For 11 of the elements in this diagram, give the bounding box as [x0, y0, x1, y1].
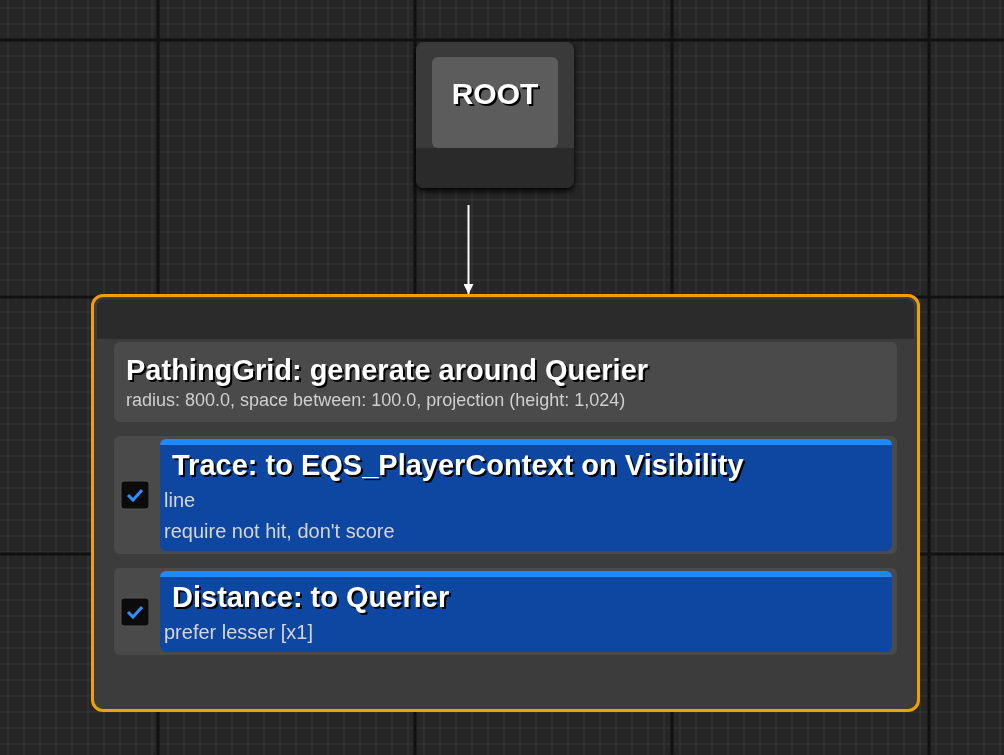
test-details: line	[164, 488, 197, 513]
test-details: prefer lesser [x1]	[164, 620, 314, 645]
arrow	[463, 204, 474, 295]
test-title: Distance: to Querier	[172, 580, 451, 615]
test-title: Trace: to EQS_PlayerContext on Visibility	[172, 448, 745, 483]
query-node	[91, 294, 920, 712]
generator-details: radius: 800.0, space between: 100.0, projection (height: 1,024)	[126, 389, 627, 412]
root-label: ROOT	[451, 77, 539, 110]
generator-title: PathingGrid: generate around Querier	[126, 353, 650, 388]
root-node	[416, 42, 574, 188]
test-details: require not hit, don't score	[164, 519, 396, 544]
